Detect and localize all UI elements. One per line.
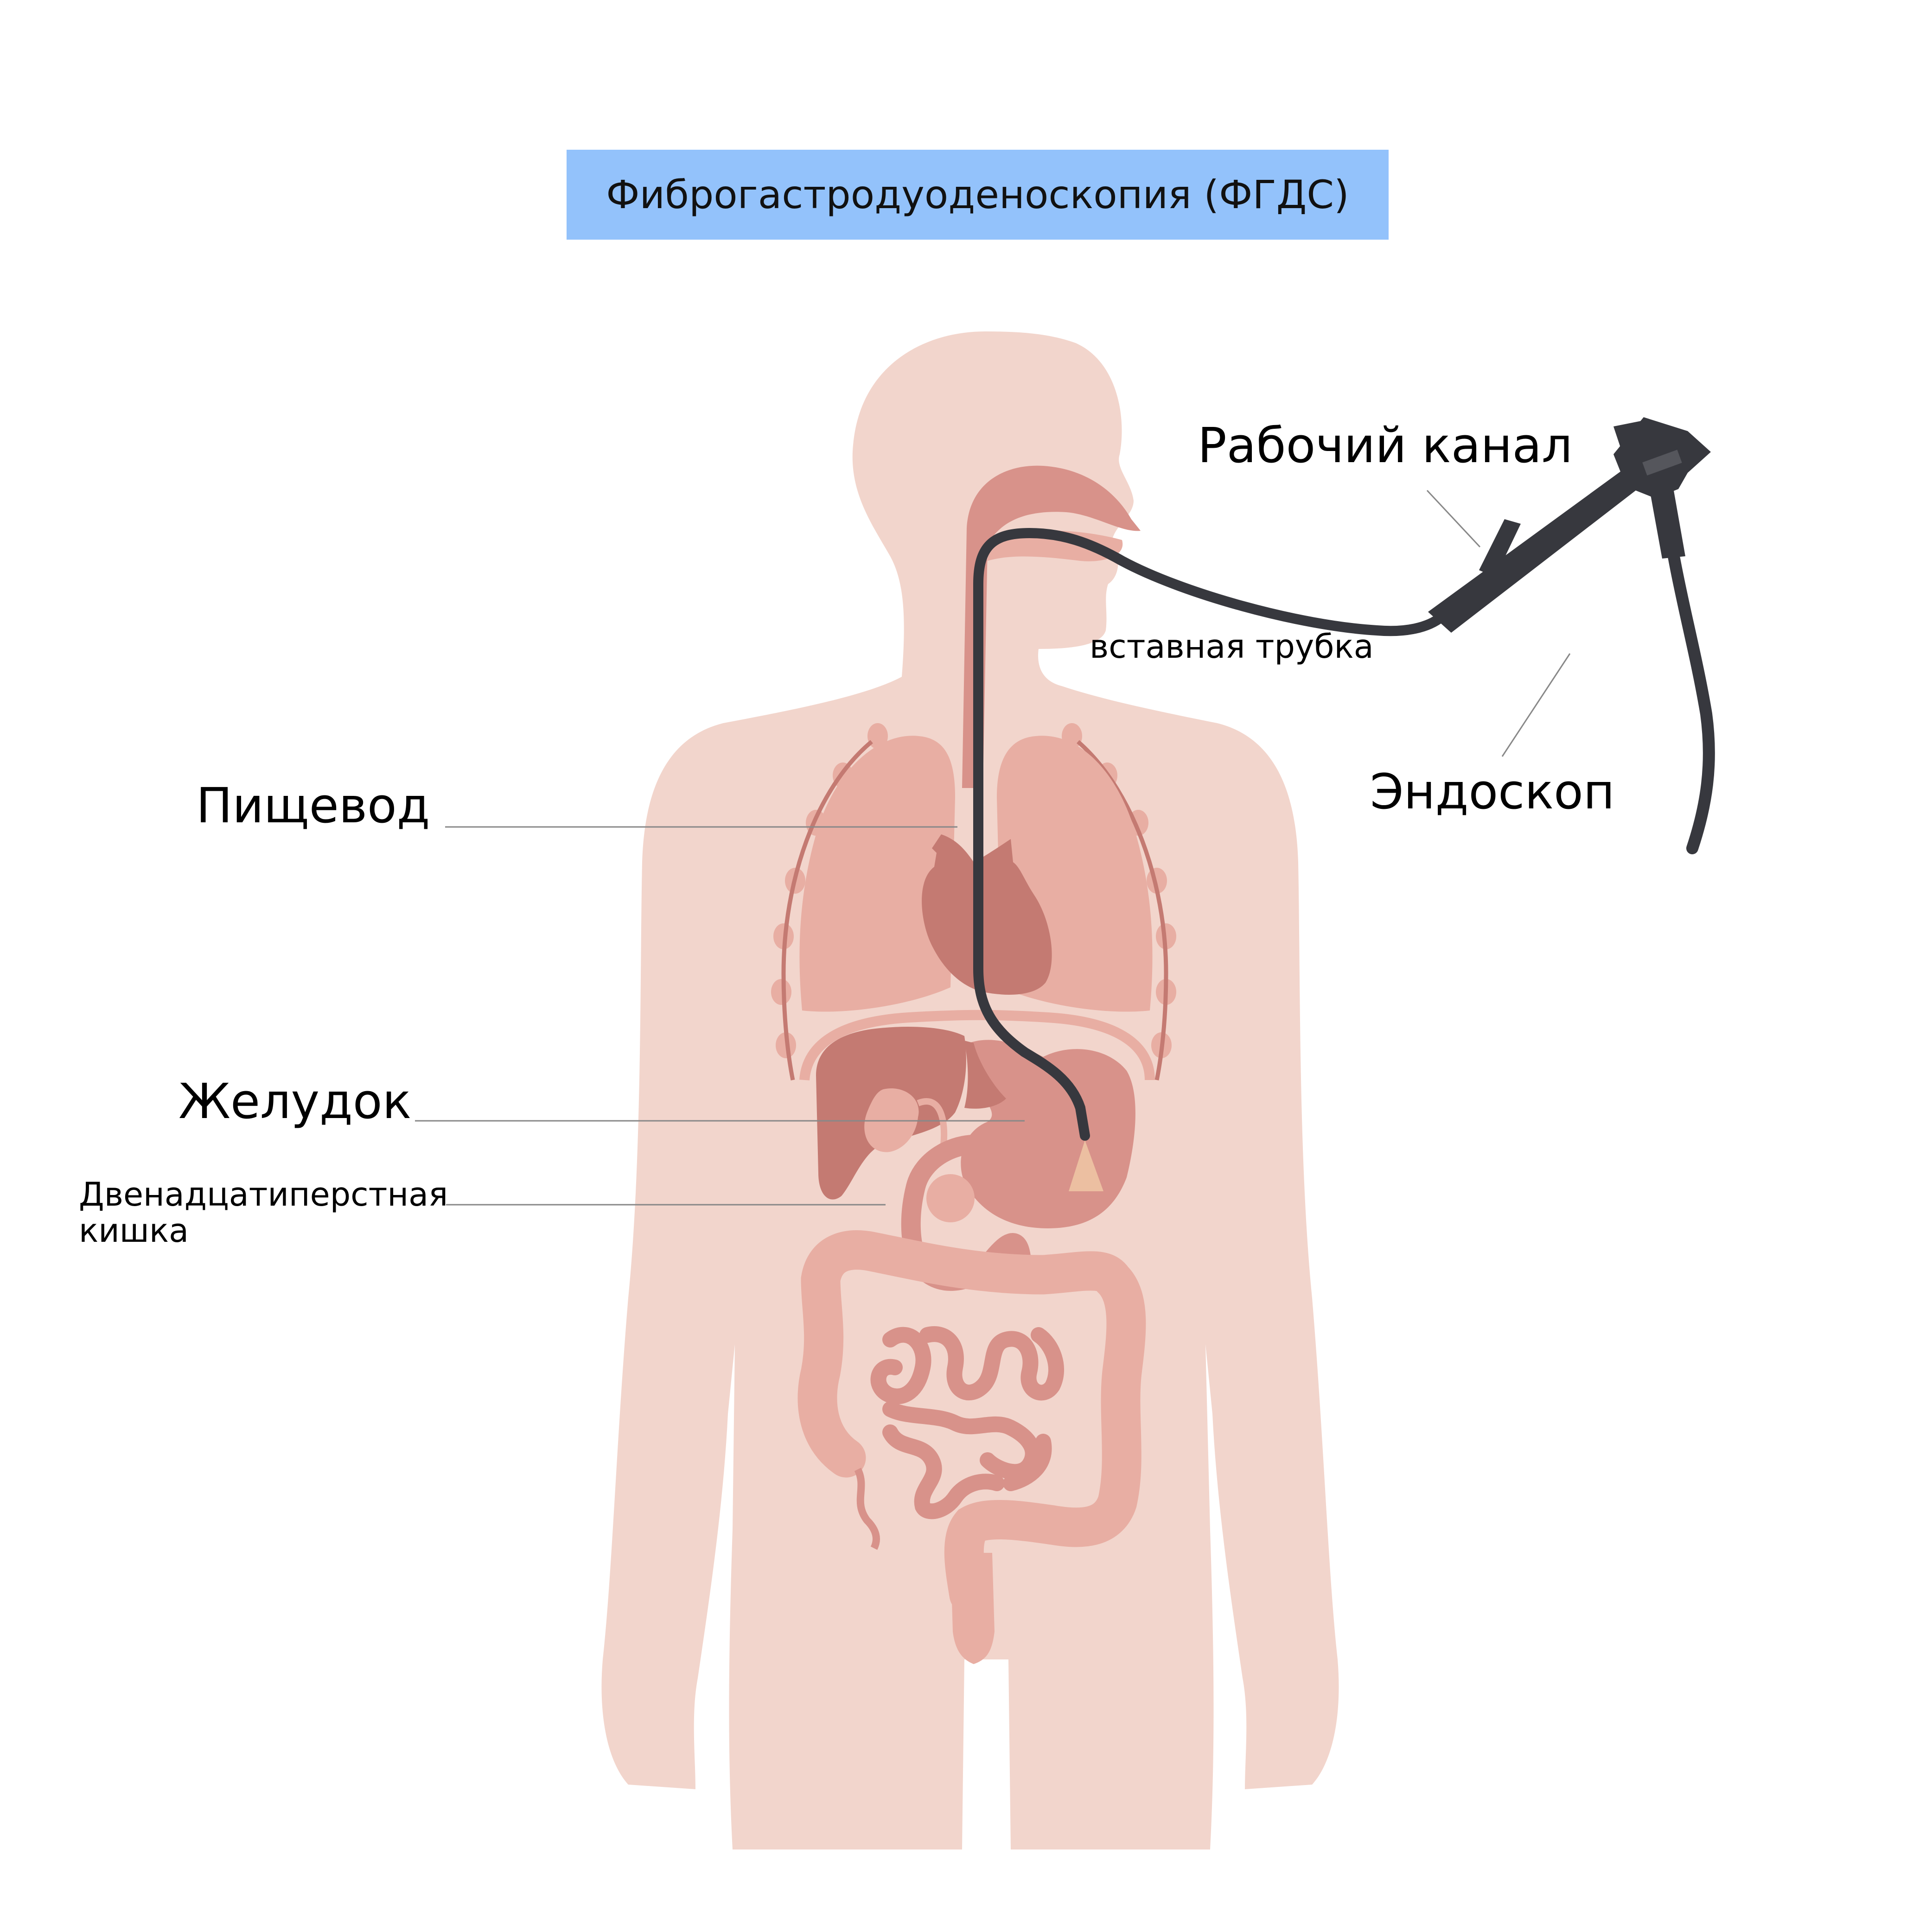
endoscope-light [1069,1140,1103,1191]
label-duodenum-line2: кишка [79,1212,189,1250]
diaphragm [799,1010,1155,1081]
large-intestine [797,1230,1146,1614]
endoscope-cable [1668,550,1715,854]
leader-endoscope [1501,653,1571,757]
leader-lines [415,489,1571,1206]
pancreas [926,1174,975,1222]
rib-line-left [781,740,873,1080]
heart [922,834,1052,995]
left-lung [799,736,955,1012]
leader-working-channel [1426,489,1481,548]
appendix [854,1468,880,1550]
label-duodenum: Двенадцатиперстная кишка [79,1176,448,1249]
endoscope-handle [1428,417,1711,633]
label-endoscope: Эндоскоп [1370,763,1615,820]
page-title: Фиброгастродуоденоскопия (ФГДС) [567,150,1389,240]
label-working-channel: Рабочий канал [1198,417,1573,474]
label-insertion-tube: вставная трубка [1090,628,1374,666]
label-esophagus: Пищевод [196,777,430,834]
label-stomach: Желудок [179,1073,412,1130]
endoscope-tube [973,527,1447,1141]
stomach-fold [964,1041,1006,1109]
bile-duct [917,1098,948,1145]
small-intestine [870,1326,1064,1519]
rectum [950,1553,995,1664]
label-duodenum-line1: Двенадцатиперстная [79,1176,448,1214]
